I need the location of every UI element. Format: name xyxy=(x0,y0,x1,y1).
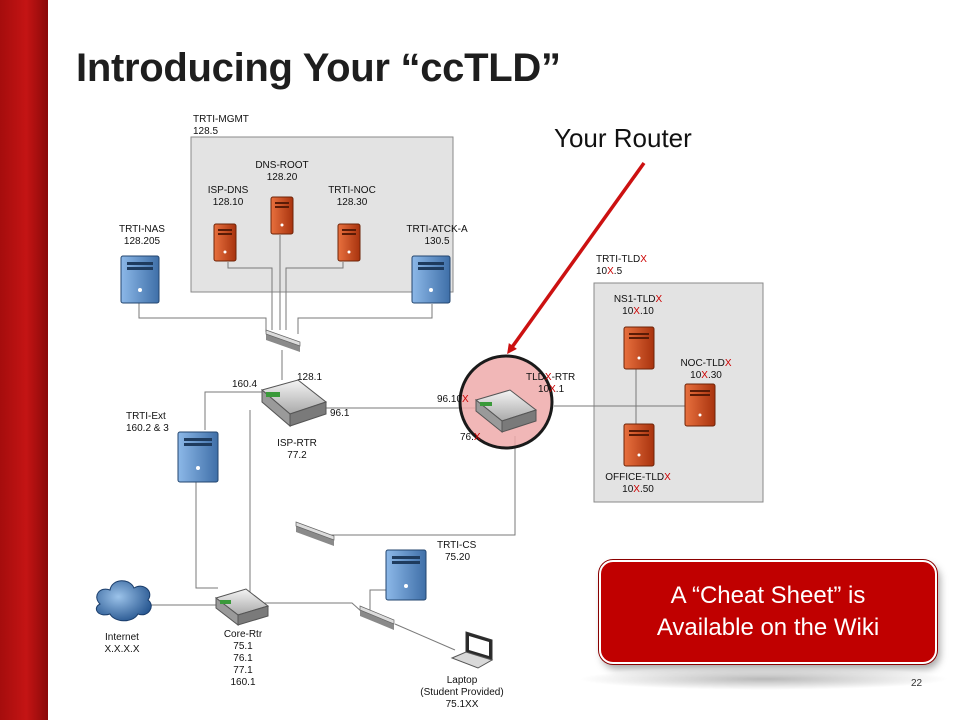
trti-noc-name: TRTI-NOC xyxy=(328,185,376,196)
isp-rtr-if-left: 160.4 xyxy=(232,379,257,390)
switch-icon xyxy=(295,521,335,546)
page-number: 22 xyxy=(911,678,923,689)
tld-rtr-name: TLDX-RTR xyxy=(526,372,575,383)
server-icon xyxy=(177,431,219,483)
laptop-ip: 75.1XX xyxy=(446,699,479,710)
trti-atck-ip: 130.5 xyxy=(424,236,449,247)
cheat-sheet-callout: A “Cheat Sheet” is Available on the Wiki xyxy=(599,560,937,664)
isp-dns-name: ISP-DNS xyxy=(208,185,249,196)
trti-cs-name: TRTI-CS xyxy=(437,540,477,551)
left-accent-bar xyxy=(0,0,48,720)
ns1-ip: 10X.10 xyxy=(622,306,654,317)
your-router-label: Your Router xyxy=(554,123,692,153)
laptop-icon xyxy=(450,631,494,669)
internet-name: Internet xyxy=(105,632,139,643)
dns-root-ip: 128.20 xyxy=(267,172,298,183)
office-tld-name: OFFICE-TLDX xyxy=(605,472,671,483)
network-links xyxy=(138,235,685,651)
server-icon xyxy=(623,423,655,467)
trti-noc-ip: 128.30 xyxy=(337,197,368,208)
router-icon xyxy=(214,588,270,627)
tld-zone xyxy=(593,282,764,503)
tld-rtr-if-left: 96.10X xyxy=(437,394,469,405)
trti-ext-name: TRTI-Ext xyxy=(126,411,166,422)
slide-title: Introducing Your “ccTLD” xyxy=(76,46,561,90)
tld-rtr-ip: 10X.1 xyxy=(538,384,565,395)
router-icon xyxy=(260,379,328,428)
router-icon xyxy=(474,389,538,434)
dns-root-name: DNS-ROOT xyxy=(255,160,308,171)
router-pointer-arrow xyxy=(507,161,646,355)
server-icon xyxy=(623,326,655,370)
isp-rtr-ip: 77.2 xyxy=(287,450,307,461)
ns1-name: NS1-TLDX xyxy=(614,294,663,305)
laptop-name: Laptop xyxy=(447,675,478,686)
switch-icon xyxy=(265,329,301,352)
office-tld-ip: 10X.50 xyxy=(622,484,654,495)
isp-rtr-if-right: 96.1 xyxy=(330,408,350,419)
trti-cs-ip: 75.20 xyxy=(445,552,470,563)
cheat-sheet-line-2: Available on the Wiki xyxy=(656,614,880,641)
core-rtr-ip: 160.1 xyxy=(230,677,255,688)
core-rtr-ip: 76.1 xyxy=(233,653,253,664)
internet-ip: X.X.X.X xyxy=(104,644,139,655)
tld-zone-name: TRTI-TLDX xyxy=(596,254,647,265)
tld-zone-net: 10X.5 xyxy=(596,266,623,277)
server-icon xyxy=(120,255,160,304)
server-icon xyxy=(213,223,237,262)
switch-icon xyxy=(359,605,395,630)
server-icon xyxy=(385,549,427,601)
core-rtr-ip: 77.1 xyxy=(233,665,253,676)
laptop-note: (Student Provided) xyxy=(420,687,503,698)
cloud-icon xyxy=(95,580,152,622)
server-icon xyxy=(270,196,294,235)
isp-dns-ip: 128.10 xyxy=(213,197,244,208)
mgmt-zone-name: TRTI-MGMT xyxy=(193,114,249,125)
trti-atck-name: TRTI-ATCK-A xyxy=(406,224,468,235)
isp-rtr-name: ISP-RTR xyxy=(277,438,317,449)
trti-nas-name: TRTI-NAS xyxy=(119,224,165,235)
callout-shadow xyxy=(578,668,950,690)
trti-ext-ip: 160.2 & 3 xyxy=(126,423,169,434)
server-icon xyxy=(337,223,361,262)
noc-tld-ip: 10X.30 xyxy=(690,370,722,381)
cheat-sheet-line-1: A “Cheat Sheet” is xyxy=(670,582,866,609)
mgmt-zone-net: 128.5 xyxy=(193,126,218,137)
isp-rtr-if-top: 128.1 xyxy=(297,372,322,383)
mgmt-zone xyxy=(190,136,454,293)
noc-tld-name: NOC-TLDX xyxy=(680,358,731,369)
server-icon xyxy=(684,383,716,427)
server-icon xyxy=(411,255,451,304)
core-rtr-name: Core-Rtr xyxy=(224,629,263,640)
trti-nas-ip: 128.205 xyxy=(124,236,161,247)
tld-rtr-if-bottom: 76.X xyxy=(460,432,481,443)
core-rtr-ip: 75.1 xyxy=(233,641,253,652)
